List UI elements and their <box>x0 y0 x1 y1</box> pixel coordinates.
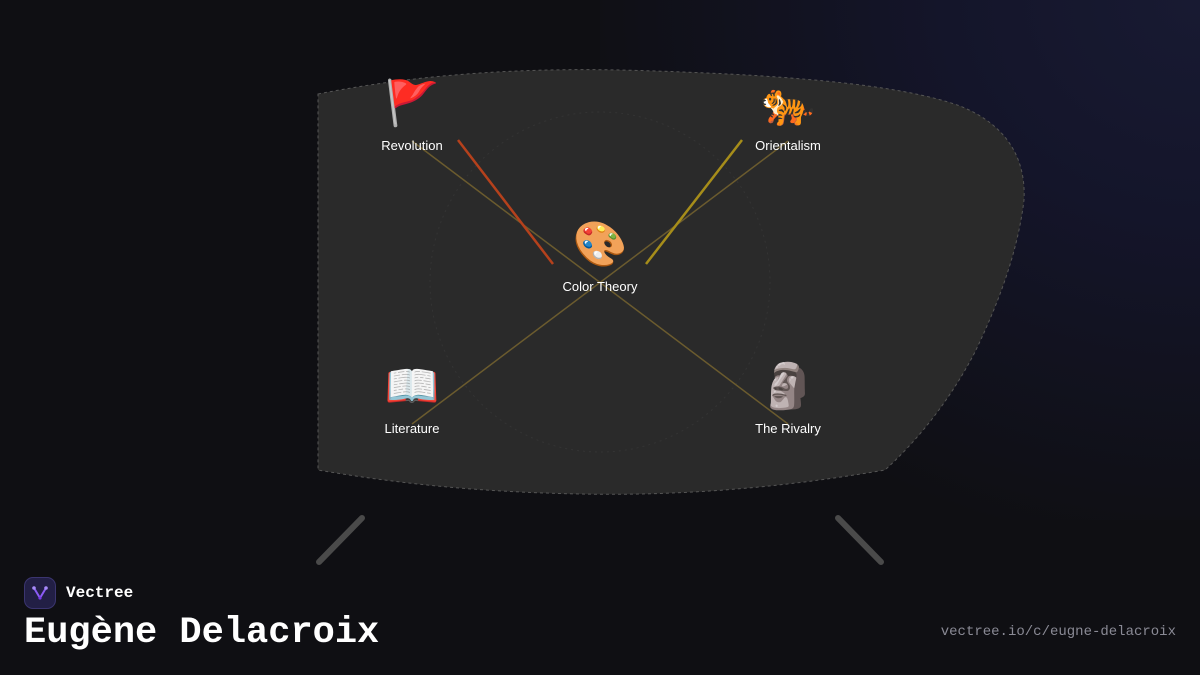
connector-orientalism-literature <box>411 140 789 425</box>
connector-orientalism-center <box>645 139 743 265</box>
board-inner-ring <box>429 111 771 453</box>
connector-revolution-center <box>457 139 554 265</box>
node-label-color-theory: Color Theory <box>562 279 638 294</box>
node-label-literature: Literature <box>384 421 440 436</box>
moai-statue-icon: 🗿 <box>760 362 816 411</box>
open-book-icon: 📖 <box>384 362 440 411</box>
stand-leg-right <box>835 515 884 565</box>
flag-icon: 🚩 <box>384 79 440 128</box>
page-title: Eugène Delacroix <box>24 612 380 654</box>
stand-leg-left <box>316 515 365 565</box>
palette-icon: 🎨 <box>572 220 628 269</box>
vectree-logo-icon <box>24 577 56 609</box>
node-label-orientalism: Orientalism <box>755 138 821 153</box>
brand[interactable]: Vectree <box>24 577 133 609</box>
page-url[interactable]: vectree.io/c/eugne-delacroix <box>940 624 1176 640</box>
node-revolution[interactable]: 🚩 Revolution <box>342 76 482 153</box>
node-literature[interactable]: 📖 Literature <box>342 359 482 436</box>
node-label-the-rivalry: The Rivalry <box>755 421 821 436</box>
node-orientalism[interactable]: 🐅 Orientalism <box>718 76 858 153</box>
node-the-rivalry[interactable]: 🗿 The Rivalry <box>718 359 858 436</box>
tiger-icon: 🐅 <box>760 79 816 128</box>
node-label-revolution: Revolution <box>381 138 443 153</box>
brand-name: Vectree <box>66 584 134 602</box>
board-surface <box>317 69 1025 495</box>
node-color-theory[interactable]: 🎨 Color Theory <box>530 217 670 294</box>
